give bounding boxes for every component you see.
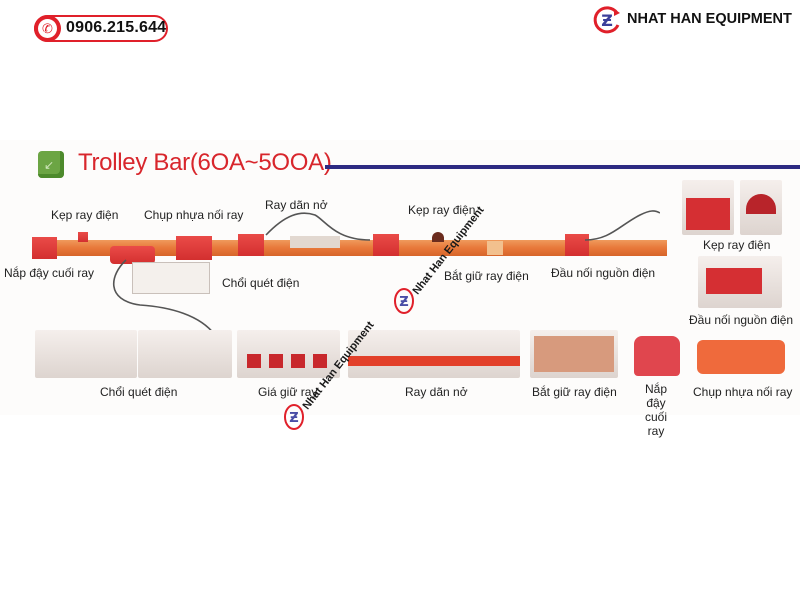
product-image-end-cap — [634, 336, 680, 376]
watermark-logo-icon-2: Ƶ — [284, 404, 304, 430]
bottom-label-end-cap: Nắp đậy cuối ray — [644, 382, 667, 438]
collector-shoe — [110, 246, 155, 264]
bottom-label-joint-clamp: Bắt giữ ray điện — [532, 385, 617, 399]
svg-text:Ƶ: Ƶ — [399, 295, 408, 310]
section-title: Trolley Bar(6OA~5OOA) — [78, 149, 332, 176]
joint-cover-part — [176, 236, 212, 260]
brand-name: NHAT HAN EQUIPMENT — [627, 11, 792, 27]
phone-icon: ✆ — [34, 15, 61, 42]
expansion-end-left — [238, 234, 264, 256]
collector-arm — [132, 262, 210, 294]
end-cap-part — [32, 237, 57, 259]
green-cube-icon: ↙ — [38, 151, 64, 178]
product-image-clamp-1 — [682, 180, 734, 235]
label-expansion: Ray dãn nở — [265, 198, 328, 212]
expansion-plate — [290, 236, 340, 248]
label-joint-cover: Chụp nhựa nối ray — [144, 208, 244, 222]
nhat-han-logo-icon: Ƶ — [593, 6, 620, 34]
cable-lines — [113, 210, 660, 335]
label-hanger-clamp: Kẹp ray điện — [51, 208, 119, 222]
title-divider — [325, 165, 800, 169]
bottom-label-hanger: Giá giữ ray — [258, 385, 318, 399]
product-image-clamp-2 — [740, 180, 782, 235]
feed-terminal-part — [565, 234, 589, 256]
product-image-joint-cover — [697, 340, 785, 374]
phone-number: 0906.215.644 — [66, 19, 167, 36]
expansion-end-right — [373, 234, 399, 256]
label-collector: Chổi quét điện — [222, 276, 300, 290]
label-joint-clamp: Bắt giữ ray điện — [444, 269, 529, 283]
svg-text:Ƶ: Ƶ — [601, 11, 613, 30]
product-image-feed-terminal — [698, 256, 782, 308]
product-image-hanger — [237, 330, 340, 378]
product-image-collector-2 — [138, 330, 232, 378]
side-label-clamp: Kẹp ray điện — [703, 238, 771, 252]
label-hanger-clamp-2: Kẹp ray điện — [408, 203, 476, 217]
side-label-feed-terminal: Đầu nối nguồn điện — [689, 313, 794, 327]
hanger-clamp-part — [78, 232, 88, 242]
watermark-logo-icon: Ƶ — [394, 288, 414, 314]
label-feed-terminal: Đầu nối nguồn điện — [551, 266, 656, 280]
svg-text:Ƶ: Ƶ — [289, 411, 298, 426]
product-image-collector-1 — [35, 330, 137, 378]
product-image-expansion — [348, 330, 520, 378]
product-image-joint-clamp — [530, 330, 618, 378]
bottom-label-collector: Chổi quét điện — [100, 385, 178, 399]
insulator-clamp-part — [432, 232, 444, 242]
joint-clamp-part — [487, 241, 503, 255]
phone-badge[interactable]: ✆ 0906.215.644 — [34, 15, 168, 42]
bottom-label-joint-cover: Chụp nhựa nối ray — [693, 385, 793, 399]
label-end-cap: Nắp đậy cuối ray — [4, 266, 95, 280]
bottom-label-expansion: Ray dãn nở — [405, 385, 468, 399]
